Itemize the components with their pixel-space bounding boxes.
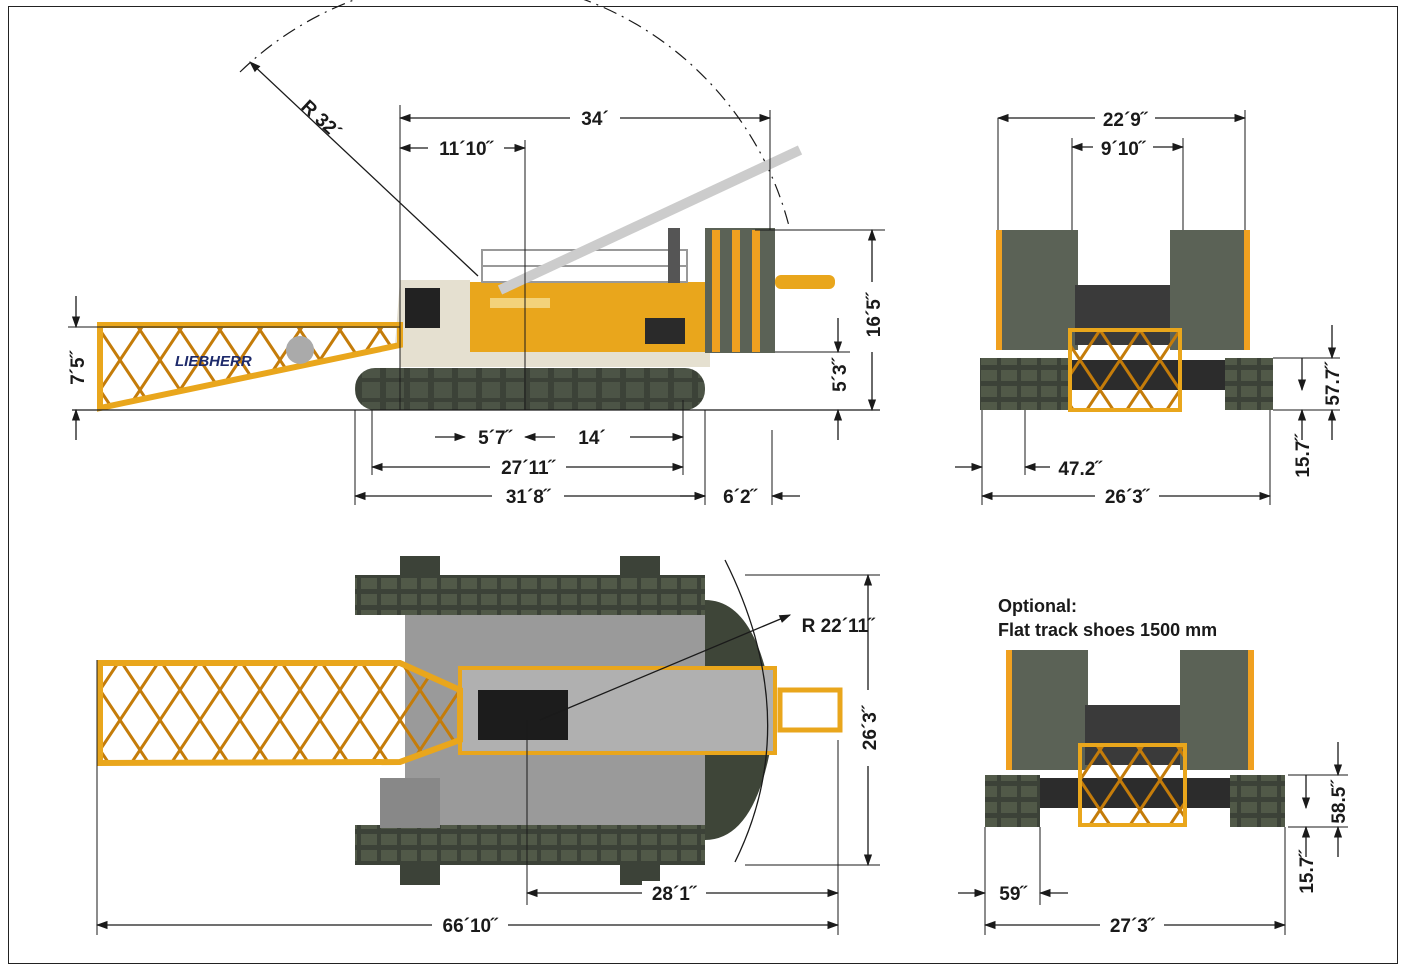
label-radius-32: R 32´ bbox=[297, 96, 345, 143]
label-shoe-width: 47.2˝ bbox=[1058, 459, 1103, 480]
top-view: R 22´11˝ 26´3˝ 28´1˝ 66´10˝ bbox=[95, 556, 884, 937]
label-flat-track-height: 58.5˝ bbox=[1329, 779, 1350, 824]
label-track-length: 31´8˝ bbox=[506, 487, 552, 508]
track-left-front bbox=[980, 358, 1070, 410]
label-cab-offset: 11´10˝ bbox=[439, 139, 495, 160]
label-flat-track-width: 27´3˝ bbox=[1110, 916, 1156, 937]
track-right-front bbox=[1225, 358, 1273, 410]
label-height: 16´5˝ bbox=[864, 291, 885, 337]
label-track-width-front: 26´3˝ bbox=[1105, 487, 1151, 508]
label-track-width-top: 26´3˝ bbox=[860, 704, 881, 750]
flat-track-right bbox=[1230, 775, 1285, 827]
flat-track-left bbox=[985, 775, 1040, 827]
label-flat-shoe-width: 59˝ bbox=[999, 884, 1028, 905]
label-tail-to-center: 28´1˝ bbox=[652, 884, 698, 905]
crawler-track-side bbox=[355, 368, 705, 410]
label-width-counterweight: 22´9˝ bbox=[1103, 110, 1149, 131]
label-ground-clearance-front: 15.7˝ bbox=[1293, 433, 1314, 478]
crane-front-graphic bbox=[980, 230, 1273, 412]
label-rear-offset: 5´7˝ bbox=[478, 428, 513, 449]
label-flat-ground-clearance: 15.7˝ bbox=[1297, 849, 1318, 894]
label-counterweight-height: 5´3˝ bbox=[830, 356, 851, 391]
counterweight-left bbox=[998, 230, 1078, 350]
boom-front bbox=[1068, 328, 1182, 412]
label-overall-length-side: 34´ bbox=[581, 109, 608, 130]
label-tumbler-distance: 14´ bbox=[578, 428, 605, 449]
label-track-contact-length: 27´11˝ bbox=[501, 458, 557, 479]
optional-subheading: Flat track shoes 1500 mm bbox=[998, 620, 1217, 640]
drawing-frame bbox=[8, 6, 1398, 964]
liebherr-logo-side: LIEBHERR bbox=[175, 353, 252, 370]
boom-foot-side bbox=[497, 145, 803, 295]
label-overall-length-top: 66´10˝ bbox=[443, 916, 500, 937]
track-top-lower bbox=[355, 825, 705, 865]
swing-radius-arc bbox=[239, 0, 791, 231]
optional-heading: Optional: bbox=[998, 596, 1077, 616]
swing-radius-top bbox=[724, 559, 769, 863]
front-view: 22´9˝ 9´10˝ 47.2˝ 26´3˝ 57.7˝ 15.7˝ bbox=[955, 107, 1344, 508]
track-top-upper bbox=[355, 575, 705, 615]
label-track-height-front: 57.7˝ bbox=[1323, 361, 1344, 406]
crane-top-graphic bbox=[97, 556, 843, 885]
boom-lattice-top bbox=[97, 660, 463, 767]
crane-side-graphic: LIEBHERR bbox=[97, 145, 835, 412]
side-view: LIEBHERR 34´ 11´10˝ bbox=[68, 0, 885, 508]
label-inner-width: 9´10˝ bbox=[1101, 139, 1147, 160]
label-tail: 6´2˝ bbox=[723, 487, 758, 508]
crane-optional-graphic bbox=[985, 650, 1285, 827]
label-boom-height: 7´5˝ bbox=[68, 349, 89, 384]
counterweight-right bbox=[1170, 230, 1248, 350]
label-swing-radius: R 22´11˝ bbox=[802, 616, 877, 637]
optional-view: Optional: Flat track shoes 1500 mm 59˝ 2… bbox=[958, 596, 1350, 937]
